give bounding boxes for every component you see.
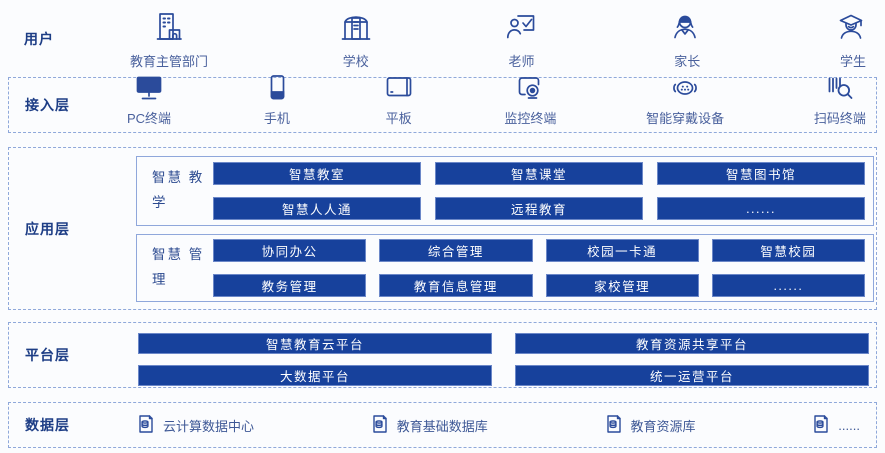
platform-grid: 智慧教育云平台 教育资源共享平台 大数据平台 统一运营平台 <box>138 333 869 386</box>
chip-smart-renrentong: 智慧人人通 <box>213 197 421 220</box>
chip-comprehensive-management: 综合管理 <box>379 239 533 262</box>
smart-management-group-label: 智慧 管理 <box>152 247 205 287</box>
user-item-education-authority: 教育主管部门 <box>130 9 208 70</box>
application-groups: 智慧 教学 智慧教室 智慧课堂 智慧图书馆 智慧人人通 远程教育 ...... … <box>136 156 874 302</box>
user-item-teacher: 老师 <box>503 9 539 70</box>
access-item-wearable: 智能穿戴设备 <box>646 73 724 127</box>
data-item-label: 教育资源库 <box>630 418 696 434</box>
chip-academic-affairs: 教务管理 <box>213 274 367 297</box>
access-item-label: 监控终端 <box>504 111 557 126</box>
users-row: 用户 教育主管部门 <box>8 6 877 72</box>
access-item-scan: 扫码终端 <box>814 73 866 127</box>
smart-teaching-grid: 智慧教室 智慧课堂 智慧图书馆 智慧人人通 远程教育 ...... <box>213 162 865 220</box>
user-item-label: 家长 <box>674 54 701 69</box>
barcode-scan-icon <box>824 73 856 107</box>
camera-icon <box>514 73 546 107</box>
database-doc-icon <box>137 414 155 437</box>
data-item-more: ...... <box>812 414 860 437</box>
parent-icon <box>669 9 705 50</box>
access-item-label: 手机 <box>263 111 290 126</box>
chip-management-more: ...... <box>711 274 865 297</box>
chip-smart-campus: 智慧校园 <box>711 239 865 262</box>
users-items: 教育主管部门 学校 <box>130 8 871 70</box>
access-item-label: 扫码终端 <box>813 111 866 126</box>
chip-smart-classroom: 智慧教室 <box>213 162 421 185</box>
smart-management-group: 智慧 管理 协同办公 综合管理 校园一卡通 智慧校园 教务管理 教育信息管理 家… <box>136 234 874 302</box>
data-item-label: ...... <box>838 417 860 433</box>
database-doc-icon <box>812 414 830 437</box>
data-layer: 数据层 云计算数据中心 <box>8 402 877 448</box>
platform-layer: 平台层 智慧教育云平台 教育资源共享平台 大数据平台 统一运营平台 <box>8 322 877 388</box>
smart-teaching-group: 智慧 教学 智慧教室 智慧课堂 智慧图书馆 智慧人人通 远程教育 ...... <box>136 156 874 226</box>
chip-collaborative-office: 协同办公 <box>213 239 367 262</box>
access-layer: 接入层 PC终端 手机 <box>8 75 877 133</box>
application-layer-label: 应用层 <box>25 220 70 237</box>
school-building-icon <box>338 9 374 50</box>
chip-education-resource-sharing-platform: 教育资源共享平台 <box>515 333 869 354</box>
user-item-student: 学生 <box>835 9 871 70</box>
users-row-label: 用户 <box>24 31 54 47</box>
access-item-label: 平板 <box>385 111 412 126</box>
user-item-label: 教育主管部门 <box>130 54 209 69</box>
user-item-label: 学生 <box>839 54 866 69</box>
chip-home-school-management: 家校管理 <box>545 274 699 297</box>
chip-smart-class: 智慧课堂 <box>435 162 643 185</box>
chip-unified-operation-platform: 统一运营平台 <box>515 365 869 386</box>
chip-smart-education-cloud-platform: 智慧教育云平台 <box>138 333 492 354</box>
phone-icon <box>261 73 293 107</box>
chip-big-data-platform: 大数据平台 <box>138 365 492 386</box>
chip-campus-card: 校园一卡通 <box>545 239 699 262</box>
access-item-label: PC终端 <box>127 111 172 126</box>
data-item-education-basic-database: 教育基础数据库 <box>371 414 488 437</box>
chip-distance-education: 远程教育 <box>435 197 643 220</box>
government-building-icon <box>151 9 187 50</box>
data-item-label: 云计算数据中心 <box>163 418 255 434</box>
chip-education-info-management: 教育信息管理 <box>379 274 533 297</box>
access-item-surveillance: 监控终端 <box>504 73 556 127</box>
access-layer-items: PC终端 手机 平 <box>127 75 866 127</box>
user-item-school: 学校 <box>338 9 374 70</box>
application-layer: 应用层 智慧 教学 智慧教室 智慧课堂 智慧图书馆 智慧人人通 远程教育 ...… <box>8 147 877 310</box>
database-doc-icon <box>371 414 389 437</box>
teacher-icon <box>503 9 539 50</box>
data-item-education-resource-library: 教育资源库 <box>605 414 696 437</box>
chip-smart-library: 智慧图书馆 <box>657 162 865 185</box>
wearable-icon <box>669 73 701 107</box>
user-item-label: 学校 <box>342 54 369 69</box>
data-layer-items: 云计算数据中心 教育基础数据库 <box>137 403 860 447</box>
tablet-icon <box>383 73 415 107</box>
student-icon <box>835 9 871 50</box>
data-item-label: 教育基础数据库 <box>396 418 488 434</box>
user-item-label: 老师 <box>508 54 535 69</box>
access-layer-label: 接入层 <box>25 97 70 113</box>
user-item-parent: 家长 <box>669 9 705 70</box>
data-item-cloud-computing-data-center: 云计算数据中心 <box>137 414 254 437</box>
data-layer-label: 数据层 <box>25 417 70 433</box>
database-doc-icon <box>605 414 623 437</box>
smart-teaching-group-label: 智慧 教学 <box>152 170 205 210</box>
monitor-icon <box>133 73 165 107</box>
access-item-tablet: 平板 <box>383 73 415 127</box>
platform-layer-label: 平台层 <box>25 347 70 363</box>
access-item-phone: 手机 <box>261 73 293 127</box>
smart-management-grid: 协同办公 综合管理 校园一卡通 智慧校园 教务管理 教育信息管理 家校管理 ..… <box>213 239 865 297</box>
chip-teaching-more: ...... <box>657 197 865 220</box>
access-item-pc: PC终端 <box>127 73 171 127</box>
access-item-label: 智能穿戴设备 <box>646 111 725 126</box>
